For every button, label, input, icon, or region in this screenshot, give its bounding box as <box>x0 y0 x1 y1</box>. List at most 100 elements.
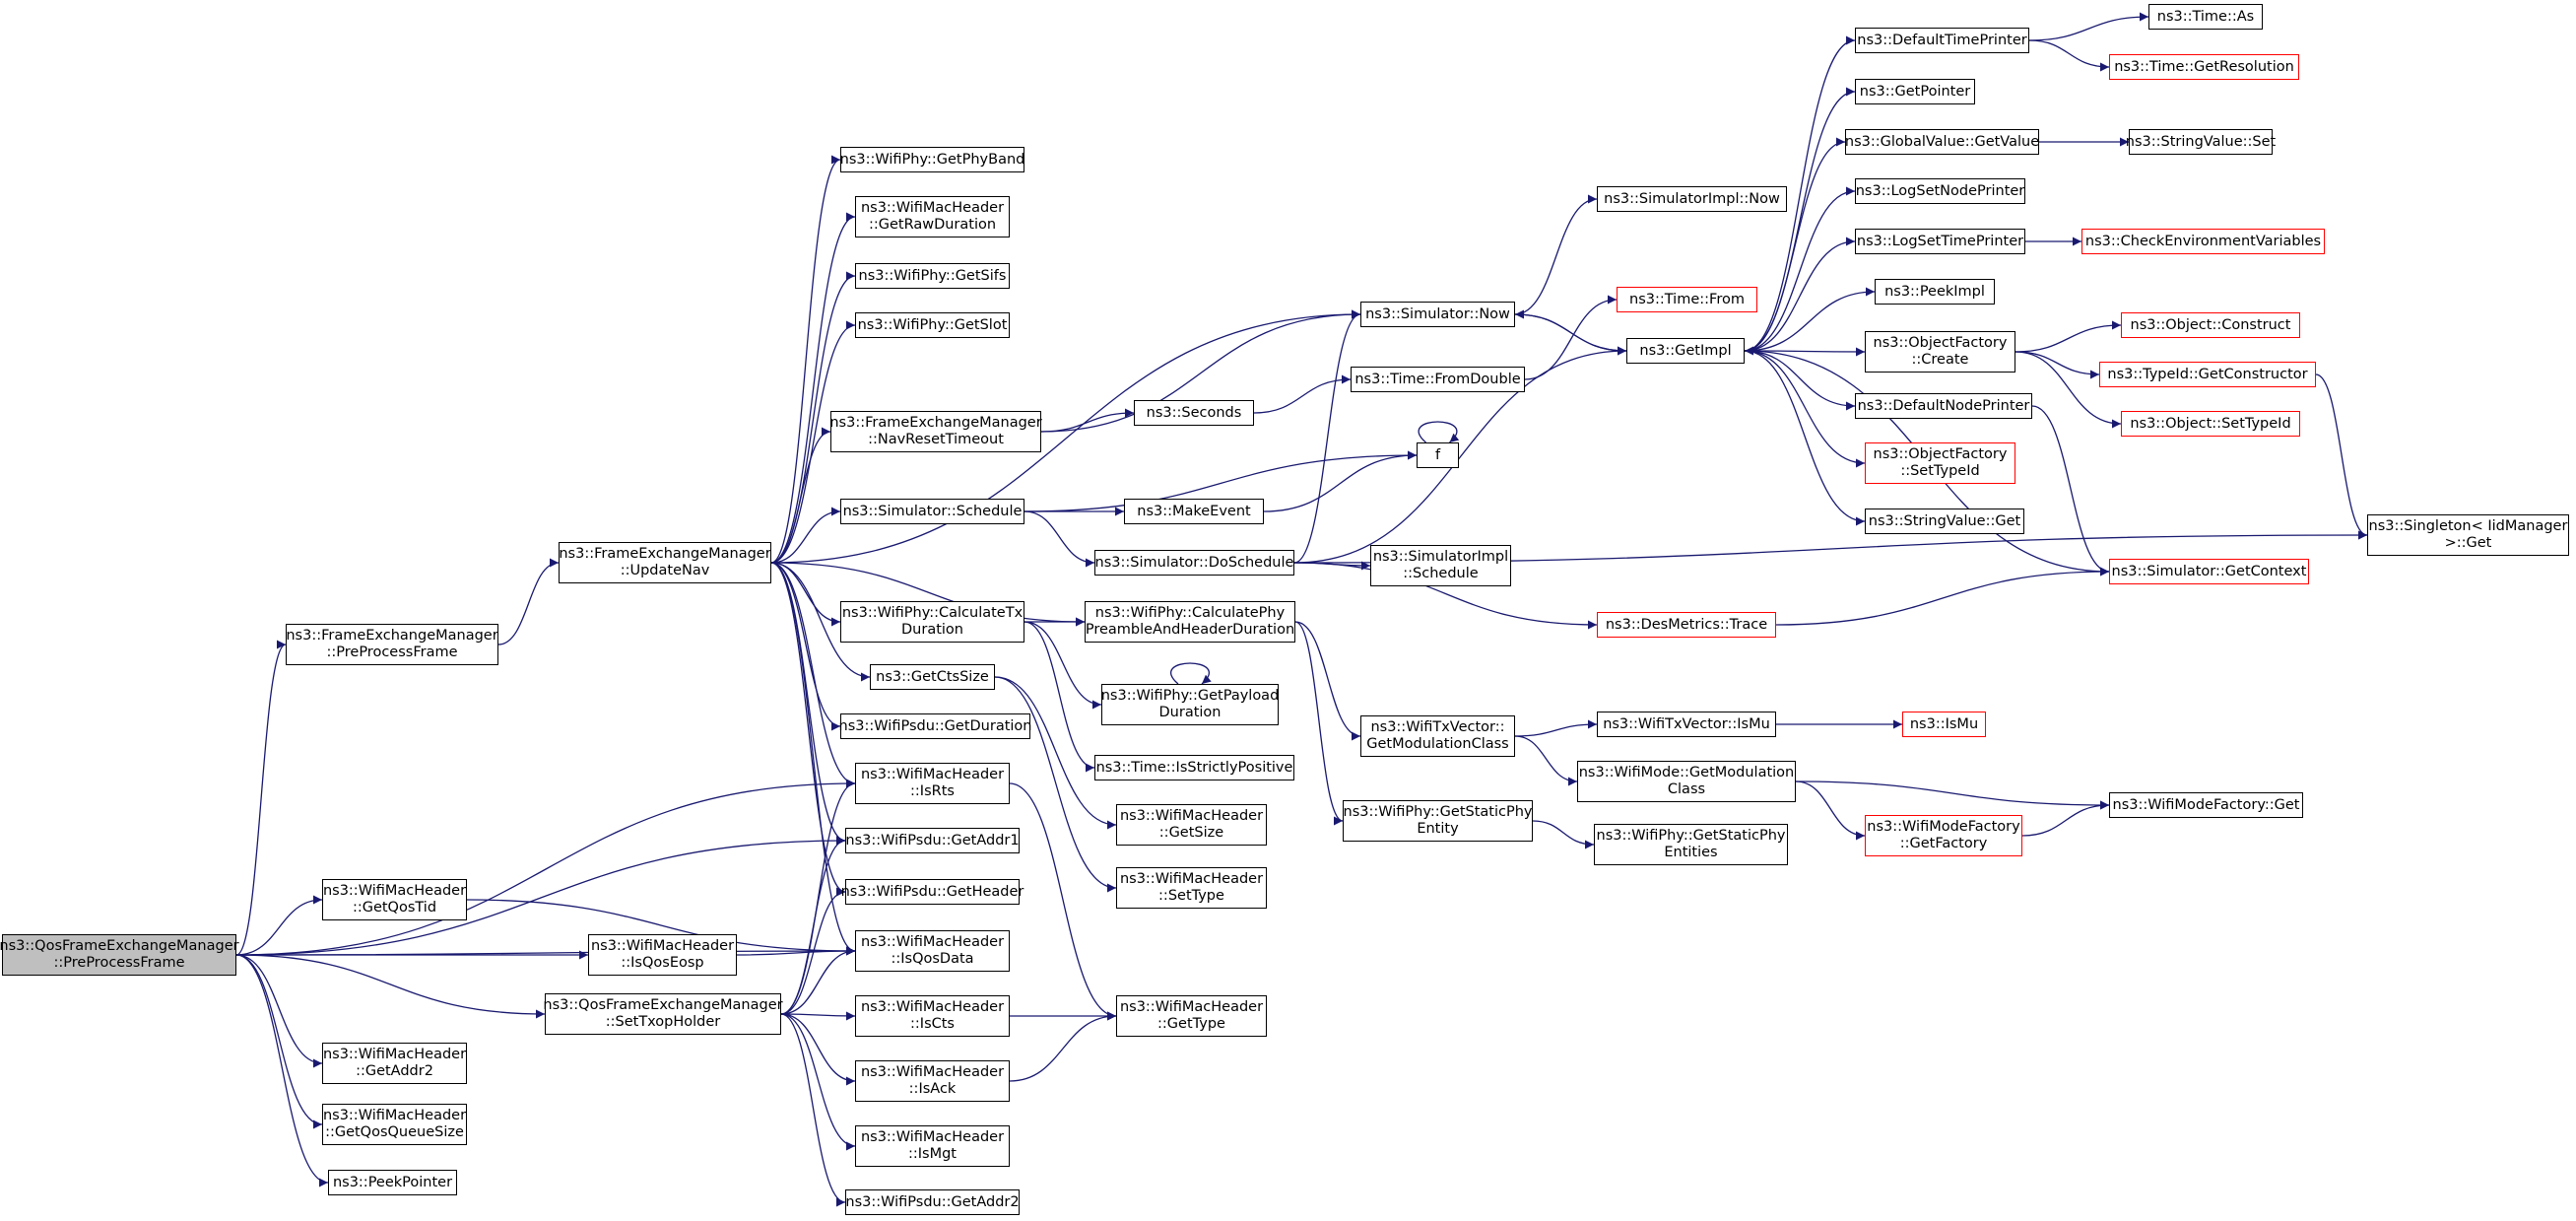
node-wifimacheader-getrawduration[interactable]: ns3::WifiMacHeader::GetRawDuration <box>855 196 1010 237</box>
edge-getimpl-to-ofsettype <box>1744 350 1866 468</box>
node-wifitxvector-getmodulationclass[interactable]: ns3::WifiTxVector::GetModulationClass <box>1360 715 1515 757</box>
edge-defprinter-to-getres <box>2028 39 2110 72</box>
node-label-line: ::IsQosData <box>891 951 974 967</box>
node-label-line: ns3::WifiMacHeader <box>1119 808 1264 824</box>
node-label-line: ::IsRts <box>910 783 955 799</box>
node-objectfactory-create[interactable]: ns3::ObjectFactory::Create <box>1865 331 2015 373</box>
node-wifimacheader-isack[interactable]: ns3::WifiMacHeader::IsAck <box>855 1060 1010 1102</box>
node-simulator-doschedule[interactable]: ns3::Simulator::DoSchedule <box>1094 550 1294 576</box>
node-object-settypeid[interactable]: ns3::Object::SetTypeId <box>2121 411 2300 437</box>
node-label-line: ns3::PeekImpl <box>1884 283 1985 300</box>
node-simulator-schedule[interactable]: ns3::Simulator::Schedule <box>840 499 1024 524</box>
node-stringvalue-get[interactable]: ns3::StringValue::Get <box>1865 509 2024 534</box>
node-time-as[interactable]: ns3::Time::As <box>2148 4 2263 30</box>
edge-getimpl-to-logtime <box>1744 237 1856 352</box>
node-wifimacheader-getqostid[interactable]: ns3::WifiMacHeader::GetQosTid <box>322 879 467 920</box>
node-defaulttimeprinter[interactable]: ns3::DefaultTimePrinter <box>1855 28 2029 53</box>
edge-desmetrics-to-getcontext <box>1775 567 2110 626</box>
node-qosframeexchangemanager-settxopholder[interactable]: ns3::QosFrameExchangeManager::SetTxopHol… <box>543 993 783 1035</box>
node-wifimacheader-isrts[interactable]: ns3::WifiMacHeader::IsRts <box>855 763 1010 804</box>
node-label-line: ns3::WifiPsdu::GetAddr2 <box>845 1193 1020 1210</box>
node-globalvalue-getvalue[interactable]: ns3::GlobalValue::GetValue <box>1845 129 2039 155</box>
node-label-line: ns3::Time::GetResolution <box>2114 58 2294 75</box>
node-simulator-getcontext[interactable]: ns3::Simulator::GetContext <box>2109 559 2309 584</box>
node-logsetnodeprinter[interactable]: ns3::LogSetNodePrinter <box>1855 178 2025 204</box>
node-wifimacheader-ismgt[interactable]: ns3::WifiMacHeader::IsMgt <box>855 1125 1010 1167</box>
node-time-from[interactable]: ns3::Time::From <box>1617 287 1757 312</box>
node-label-line: ns3::WifiPsdu::GetHeader <box>840 883 1024 900</box>
node-frameexchangemanager-updatenav[interactable]: ns3::FrameExchangeManager::UpdateNav <box>559 542 771 583</box>
node-label-line: ns3::WifiPsdu::GetDuration <box>838 717 1032 734</box>
edge-getctssize-to-settype <box>994 676 1117 893</box>
node-time-getresolution[interactable]: ns3::Time::GetResolution <box>2109 54 2299 80</box>
node-defaultnodeprinter[interactable]: ns3::DefaultNodePrinter <box>1855 393 2032 419</box>
node-wifipsdu-getaddr1[interactable]: ns3::WifiPsdu::GetAddr1 <box>845 828 1020 853</box>
edge-updnav-to-getrawdur <box>770 212 856 564</box>
node-seconds[interactable]: ns3::Seconds <box>1134 400 1254 426</box>
node-getimpl[interactable]: ns3::GetImpl <box>1626 338 1745 364</box>
node-desmetrics-trace[interactable]: ns3::DesMetrics::Trace <box>1597 612 1776 638</box>
node-makeevent[interactable]: ns3::MakeEvent <box>1124 499 1264 524</box>
node-label-line: ns3::FrameExchangeManager <box>829 415 1042 431</box>
node-wifiphy-getslot[interactable]: ns3::WifiPhy::GetSlot <box>855 312 1010 338</box>
node-singleton-iidmanager-get[interactable]: ns3::Singleton< IidManager>::Get <box>2367 514 2569 556</box>
node-wifiphy-getsifs[interactable]: ns3::WifiPhy::GetSifs <box>855 263 1010 289</box>
node-wifimodefactory-get[interactable]: ns3::WifiModeFactory::Get <box>2109 792 2303 818</box>
node-time-fromdouble[interactable]: ns3::Time::FromDouble <box>1351 367 1525 392</box>
node-objectfactory-settypeid[interactable]: ns3::ObjectFactory::SetTypeId <box>1865 442 2015 484</box>
node-wifimacheader-isqoseosp[interactable]: ns3::WifiMacHeader::IsQosEosp <box>588 934 737 976</box>
edge-seconds-to-fromdouble <box>1253 374 1352 414</box>
node-wifipsdu-getheader[interactable]: ns3::WifiPsdu::GetHeader <box>841 879 1024 905</box>
node-logsettimeprinter[interactable]: ns3::LogSetTimePrinter <box>1855 229 2025 254</box>
node-checkenvironmentvariables[interactable]: ns3::CheckEnvironmentVariables <box>2081 229 2325 254</box>
node-stringvalue-set[interactable]: ns3::StringValue::Set <box>2126 129 2276 155</box>
node-wifimacheader-getqosqueuesize[interactable]: ns3::WifiMacHeader::GetQosQueueSize <box>322 1104 467 1145</box>
edge-defnode-to-getcontext <box>2031 405 2110 577</box>
node-label-line: ns3::Time::As <box>2156 8 2255 25</box>
edge-settxop-to-isack <box>780 1013 856 1086</box>
node-simulator-now[interactable]: ns3::Simulator::Now <box>1360 302 1515 327</box>
edge-updnav-to-isqosdata <box>770 562 856 956</box>
node-wifimacheader-settype[interactable]: ns3::WifiMacHeader::SetType <box>1116 867 1267 909</box>
edge-getimpl-to-simnow <box>1514 309 1627 352</box>
node-f[interactable]: f <box>1417 442 1459 468</box>
node-peekimpl[interactable]: ns3::PeekImpl <box>1875 279 1995 305</box>
node-label-line: ::GetType <box>1157 1016 1225 1032</box>
node-wifimacheader-gettype[interactable]: ns3::WifiMacHeader::GetType <box>1116 995 1267 1037</box>
node-label-line: ns3::WifiMacHeader <box>322 883 467 899</box>
node-wifimacheader-getsize[interactable]: ns3::WifiMacHeader::GetSize <box>1116 804 1267 846</box>
node-frameexchangemanager-navresettimeout[interactable]: ns3::FrameExchangeManager::NavResetTimeo… <box>829 411 1042 452</box>
node-peekpointer[interactable]: ns3::PeekPointer <box>328 1170 457 1195</box>
node-wifimodefactory-getfactory[interactable]: ns3::WifiModeFactory::GetFactory <box>1865 815 2022 856</box>
node-wifipsdu-getaddr2[interactable]: ns3::WifiPsdu::GetAddr2 <box>845 1189 1020 1215</box>
node-time-isstrictlypositive[interactable]: ns3::Time::IsStrictlyPositive <box>1094 755 1294 780</box>
edge-ofcreate-to-objconstruct <box>2015 320 2122 353</box>
node-typeid-getconstructor[interactable]: ns3::TypeId::GetConstructor <box>2099 362 2316 387</box>
node-wifitxvector-ismu[interactable]: ns3::WifiTxVector::IsMu <box>1597 712 1776 737</box>
node-label-line: ns3::WifiMacHeader <box>860 999 1005 1015</box>
node-label-line: Duration <box>1158 705 1222 720</box>
node-wifimacheader-getaddr2[interactable]: ns3::WifiMacHeader::GetAddr2 <box>322 1043 467 1084</box>
node-wifiphy-getphyband[interactable]: ns3::WifiPhy::GetPhyBand <box>840 147 1024 172</box>
node-ismu[interactable]: ns3::IsMu <box>1902 712 1986 737</box>
node-object-construct[interactable]: ns3::Object::Construct <box>2121 312 2300 338</box>
node-wifimacheader-isqosdata[interactable]: ns3::WifiMacHeader::IsQosData <box>855 930 1010 972</box>
node-getctssize[interactable]: ns3::GetCtsSize <box>870 664 995 690</box>
edge-settxop-to-psdu_addr1 <box>780 836 846 1015</box>
node-wifipsdu-getduration[interactable]: ns3::WifiPsdu::GetDuration <box>838 713 1032 739</box>
node-label-line: ns3::WifiTxVector:: <box>1370 719 1505 735</box>
node-label-line: ns3::WifiPhy::CalculatePhy <box>1094 605 1286 621</box>
node-simulatorimpl-now[interactable]: ns3::SimulatorImpl::Now <box>1597 186 1787 212</box>
node-simulatorimpl-schedule[interactable]: ns3::SimulatorImpl::Schedule <box>1370 545 1511 586</box>
edge-isrts-to-gettype <box>1009 782 1117 1021</box>
node-frameexchangemanager-preprocessframe[interactable]: ns3::FrameExchangeManager::PreProcessFra… <box>286 624 498 665</box>
node-label-line: ns3::LogSetTimePrinter <box>1856 233 2024 249</box>
node-getpointer[interactable]: ns3::GetPointer <box>1855 79 1975 104</box>
node-wifimacheader-iscts[interactable]: ns3::WifiMacHeader::IsCts <box>855 995 1010 1037</box>
